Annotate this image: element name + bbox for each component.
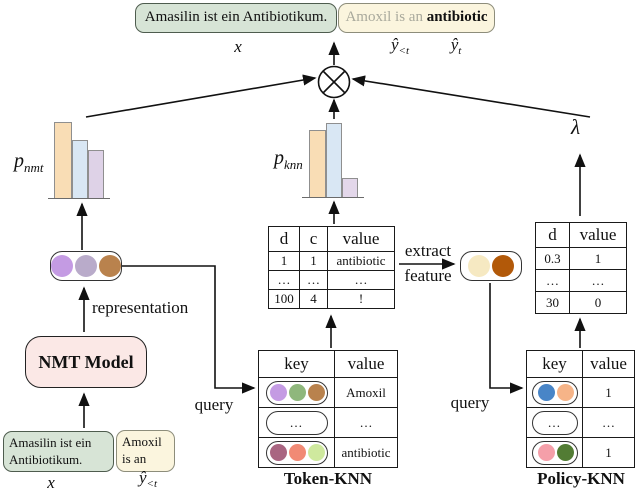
probability-bar [325,123,342,197]
key-color-dot [289,384,306,401]
y-prev-label-bottom: ŷ<t [138,468,158,490]
table-row: 100 4 ! [268,289,395,309]
source-sentence-text: Amasilin ist ein Antibiotikum. [144,9,328,25]
table-row: 1 [526,377,635,408]
y-current-label: ŷt [450,35,462,57]
arrow-lambda-to-combine [351,75,591,118]
table-row: … … [526,407,635,438]
key-pill: … [531,410,578,435]
pnmt-bar-chart [48,122,110,199]
table-row: antibiotic [258,437,398,468]
policy-knn-caption: Policy-KNN [537,469,625,488]
representation-label: representation [92,298,189,317]
key-color-dot [537,384,555,401]
target-prefix-text: Amoxil is an [345,9,427,25]
key-color-dot [556,444,574,461]
key-pill [265,380,328,405]
key-color-dot [468,255,490,277]
representation-pill [50,251,122,281]
policy-query-label: query [450,393,490,412]
probability-bar [88,150,104,198]
arrow-pnmt-to-combine [85,74,317,118]
table-row: Amoxil [258,377,398,408]
table-row: … … [258,407,398,438]
probability-bar [72,140,88,198]
pknn-label: pknn [274,147,303,172]
token-distance-table: d c value 1 1 antibiotic … … … 100 4 ! [268,226,395,309]
probability-bar [54,122,72,198]
arrow-policy-query-path [489,283,524,394]
probability-bar [308,130,326,197]
source-sentence-box: Amasilin ist ein Antibiotikum. [135,3,337,33]
table-row: … … [535,269,627,292]
key-pill [531,380,578,405]
predicted-token-text: antibiotic [426,9,488,25]
key-pill: … [265,410,328,435]
extract-label-line2: feature [404,266,452,285]
table-row: 1 [526,437,635,468]
pknn-bar-chart [302,123,364,198]
target-sentence-box: Amoxil is an antibiotic [338,3,495,33]
key-color-dot [51,255,73,277]
key-color-dot [270,384,287,401]
token-datastore-table: key value Amoxil … … antibiotic [258,350,398,468]
lambda-label: λ [571,115,581,139]
x-label-top: x [234,37,242,56]
key-color-dot [270,444,287,461]
key-pill [531,440,578,465]
key-color-dot [537,444,555,461]
key-pill [265,440,328,465]
pnmt-label: pnmt [14,150,44,175]
table-row: 0.3 1 [535,247,627,270]
key-color-dot [99,255,121,277]
table-row: 30 0 [535,291,627,314]
feature-vector-pill [460,251,522,281]
policy-datastore-table: key value 1 … … 1 [526,350,635,468]
key-color-dot [289,444,306,461]
table-row: … … … [268,270,395,290]
policy-distance-table: d value 0.3 1 … … 30 0 [535,222,627,314]
key-color-dot [308,384,325,401]
input-source-box: Amasilin ist ein Antibiotikum. [3,431,114,472]
y-prev-label: ŷ<t [390,35,410,57]
key-color-dot [308,444,325,461]
table-row: 1 1 antibiotic [268,251,395,271]
key-color-dot [556,384,574,401]
input-target-box: Amoxil is an [116,430,175,472]
token-knn-caption: Token-KNN [283,469,373,488]
token-query-label: query [194,395,234,414]
key-color-dot [75,255,97,277]
key-color-dot [492,255,514,277]
multiply-icon [317,65,351,99]
nmt-model-box: NMT Model [25,336,147,388]
probability-bar [341,178,358,197]
x-label-bottom: x [47,473,55,492]
extract-label-line1: extract [404,241,452,260]
